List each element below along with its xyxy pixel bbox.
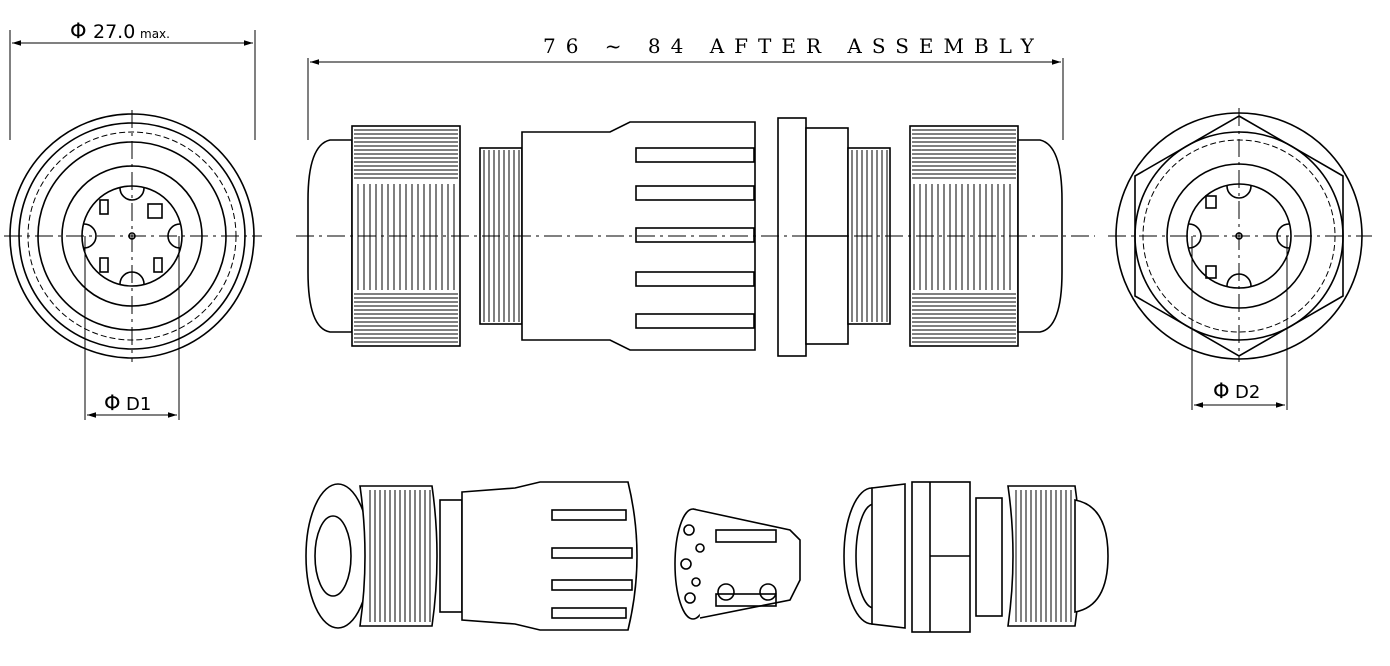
receptacle-thread bbox=[871, 483, 906, 629]
plug-knurl-lines bbox=[369, 490, 431, 622]
plug-knurled-nut bbox=[359, 485, 438, 627]
key-top-left bbox=[99, 199, 109, 215]
key-bottom-right bbox=[153, 257, 163, 273]
plug-thread bbox=[439, 499, 463, 613]
insert-body bbox=[692, 508, 801, 619]
right-knurl-lines bbox=[912, 129, 1016, 343]
pin-top bbox=[119, 187, 145, 201]
assembled-side-view: 76 ~ 84 AFTER ASSEMBLY bbox=[296, 34, 1095, 357]
overall-length-label: 76 ~ 84 AFTER ASSEMBLY bbox=[543, 34, 1044, 58]
d2-value: D2 bbox=[1235, 382, 1260, 403]
plug-body bbox=[461, 481, 638, 631]
key-bottom-left bbox=[99, 257, 109, 273]
outer-diameter-suffix: max. bbox=[140, 27, 170, 41]
exploded-view bbox=[305, 481, 1109, 633]
body-ribs bbox=[635, 147, 755, 329]
pin-left bbox=[83, 223, 97, 249]
plug-housing-part bbox=[305, 481, 638, 631]
left-knurl-lines bbox=[354, 129, 458, 343]
d1-value: D1 bbox=[126, 394, 151, 415]
receptacle-thread-2 bbox=[975, 497, 1003, 617]
outer-diameter-value: 27.0 bbox=[93, 21, 135, 43]
receptacle-seal-cap bbox=[1074, 499, 1109, 613]
d1-symbol: Φ bbox=[104, 391, 121, 415]
receptacle-knurl-lines bbox=[1015, 490, 1072, 622]
key-top-right bbox=[147, 203, 163, 219]
right-end-view: Φ D2 bbox=[1108, 108, 1372, 410]
receptacle-knurled-nut bbox=[1007, 485, 1081, 627]
contact-insert-part bbox=[674, 508, 801, 620]
d2-symbol: Φ bbox=[1213, 379, 1230, 403]
left-end-view: Φ 27.0 max. Φ D1 bbox=[4, 19, 262, 420]
outer-diameter-symbol: Φ bbox=[70, 19, 87, 43]
receptacle-part bbox=[843, 481, 1109, 633]
plug-cable-hole bbox=[314, 515, 352, 597]
flange bbox=[777, 117, 807, 357]
receptacle-flange bbox=[911, 481, 971, 633]
